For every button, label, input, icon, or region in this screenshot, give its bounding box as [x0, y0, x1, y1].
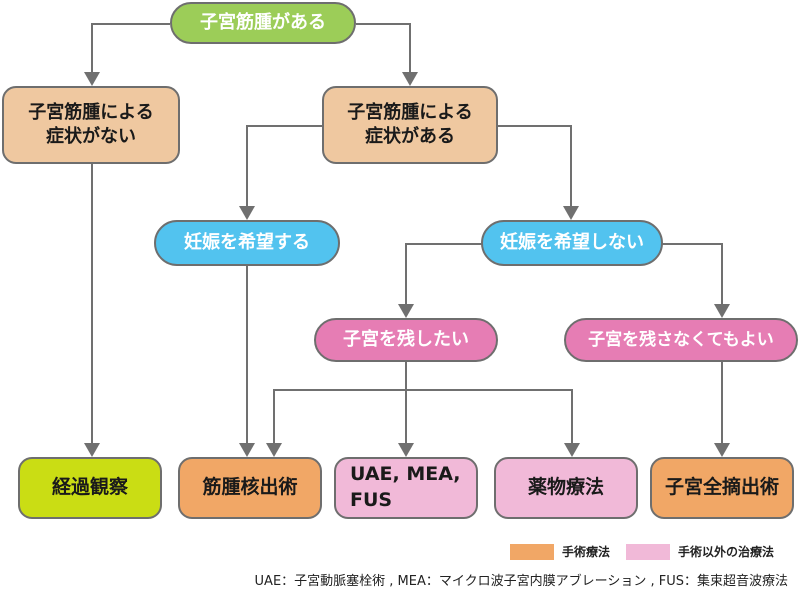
edge-root-no-symptoms [84, 23, 170, 86]
node-myomectomy: 筋腫核出術 [178, 457, 322, 519]
edge-nowant-remove [662, 243, 730, 318]
edge-keep-medication [406, 389, 580, 457]
abbreviation-footnote: UAE：子宮動脈塞栓術 , MEA：マイクロ波子宮内膜アブレーション , FUS… [254, 574, 788, 589]
node-root: 子宮筋腫がある [170, 2, 356, 44]
edge-symptoms-nowant [497, 125, 579, 220]
node-hysterectomy: 子宮全摘出術 [650, 457, 794, 519]
legend-non-surgery: 手術以外の治療法 [626, 543, 774, 560]
legend-surgery: 手術療法 [510, 543, 610, 560]
legend-surgery-swatch [510, 543, 554, 560]
legend-non-surgery-label: 手術以外の治療法 [678, 545, 775, 559]
node-no-symptoms: 子宮筋腫による 症状がない [2, 86, 180, 164]
node-want-pregnancy: 妊娠を希望する [154, 220, 340, 266]
node-observation: 経過観察 [18, 457, 162, 519]
node-medication: 薬物療法 [494, 457, 638, 519]
legend-non-surgery-swatch [626, 543, 670, 560]
edge-symptoms-want [239, 125, 323, 220]
edge-nowant-keep [398, 243, 482, 318]
node-uae-mea-fus: UAE, MEA, FUS [334, 457, 478, 519]
node-no-pregnancy: 妊娠を希望しない [481, 220, 663, 266]
edge-keep-myomectomy [266, 389, 406, 457]
legend-surgery-label: 手術療法 [562, 545, 611, 559]
node-keep-uterus: 子宮を残したい [314, 318, 498, 362]
node-remove-ok: 子宮を残さなくてもよい [564, 318, 798, 362]
node-symptoms: 子宮筋腫による 症状がある [322, 86, 498, 164]
edge-root-symptoms [356, 23, 418, 86]
